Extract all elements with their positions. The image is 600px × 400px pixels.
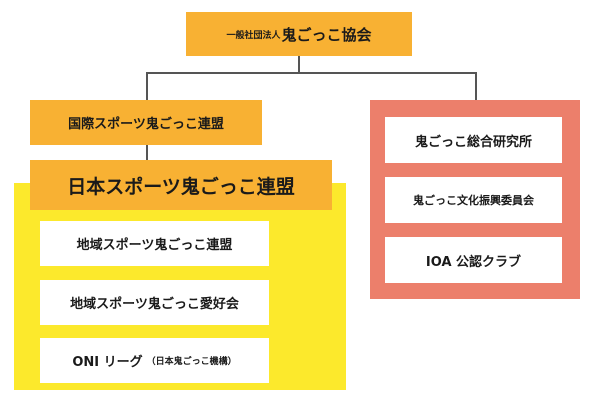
connector-international-to-japan: [146, 145, 148, 161]
top-org-prefix: 一般社団法人: [226, 30, 281, 41]
ioa-club-label: IOA 公認クラブ: [425, 254, 522, 270]
top-org-name: 鬼ごっこ協会: [281, 25, 372, 44]
regional-federation-label: 地域スポーツ鬼ごっこ連盟: [76, 238, 233, 253]
regional-federation-box: 地域スポーツ鬼ごっこ連盟: [40, 221, 269, 266]
japan-federation-label: 日本スポーツ鬼ごっこ連盟: [67, 175, 295, 198]
research-institute-label: 鬼ごっこ総合研究所: [414, 134, 532, 150]
regional-club-box: 地域スポーツ鬼ごっこ愛好会: [40, 280, 269, 325]
oni-league-box: ONI リーグ （日本鬼ごっこ機構）: [40, 338, 269, 383]
connector-right-drop: [475, 72, 477, 100]
culture-committee-box: 鬼ごっこ文化振興委員会: [385, 177, 562, 223]
top-org-box: 一般社団法人 鬼ごっこ協会: [186, 12, 412, 56]
research-institute-box: 鬼ごっこ総合研究所: [385, 117, 562, 163]
connector-horizontal: [146, 72, 477, 74]
oni-league-label: ONI リーグ: [72, 355, 143, 370]
connector-top-vertical: [298, 56, 300, 74]
ioa-club-box: IOA 公認クラブ: [385, 237, 562, 283]
international-federation-box: 国際スポーツ鬼ごっこ連盟: [30, 100, 262, 145]
japan-federation-box: 日本スポーツ鬼ごっこ連盟: [30, 160, 332, 210]
oni-league-note: （日本鬼ごっこ機構）: [146, 357, 237, 367]
regional-club-label: 地域スポーツ鬼ごっこ愛好会: [70, 297, 239, 312]
connector-left-drop: [146, 72, 148, 100]
international-federation-label: 国際スポーツ鬼ごっこ連盟: [68, 117, 224, 132]
culture-committee-label: 鬼ごっこ文化振興委員会: [413, 194, 534, 207]
